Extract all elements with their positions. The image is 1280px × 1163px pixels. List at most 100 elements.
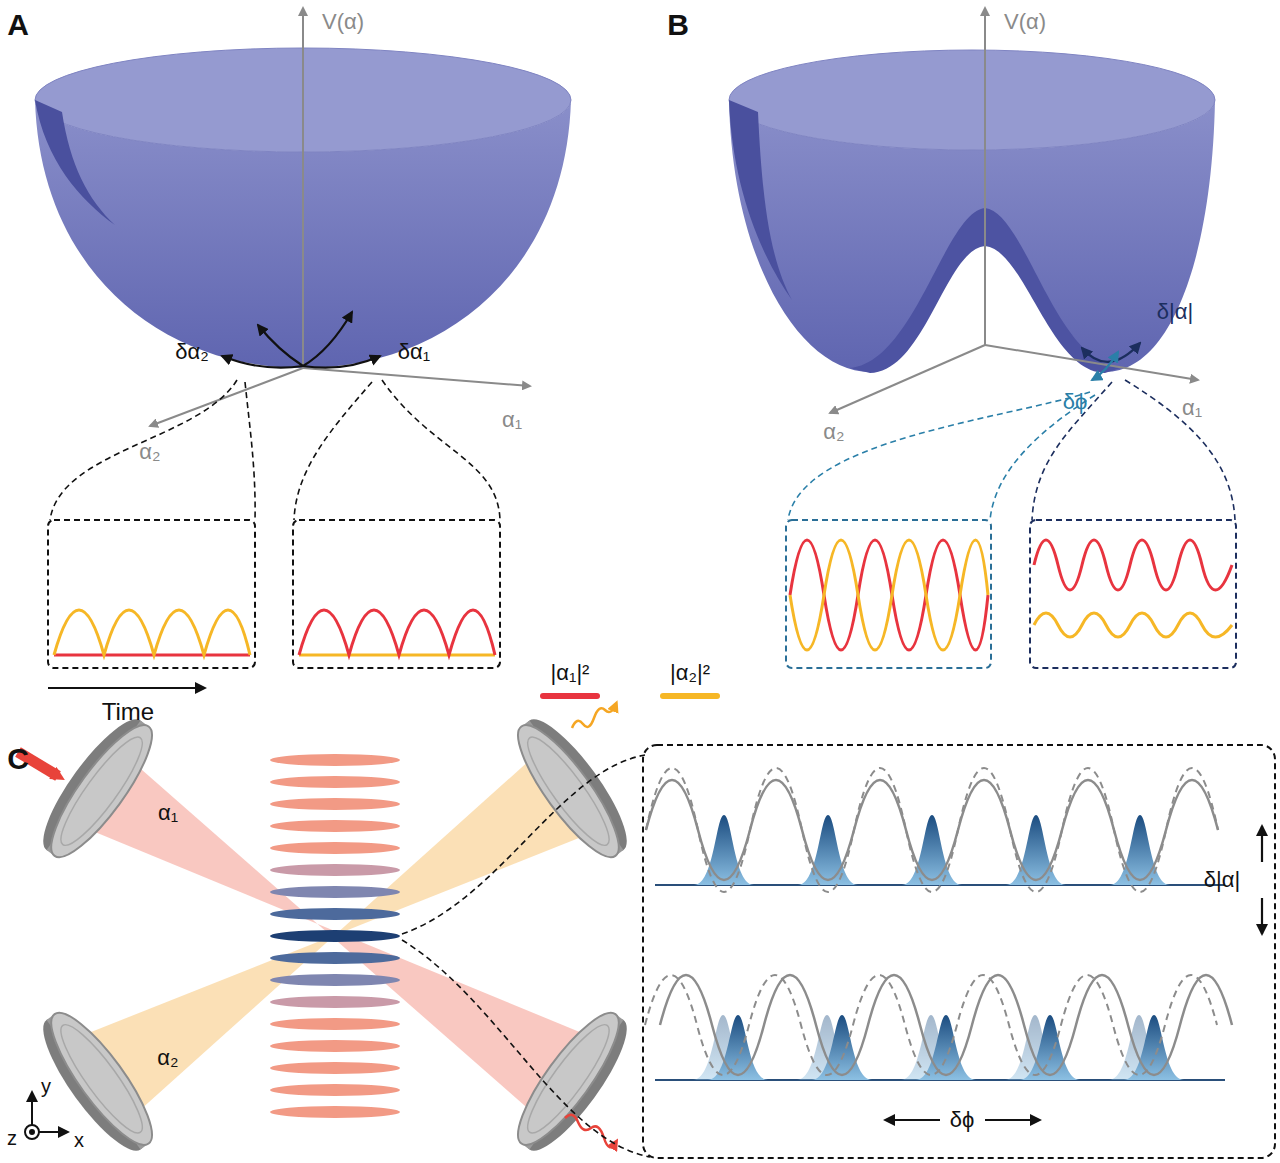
dashed-box	[48, 520, 255, 668]
axis-line	[984, 8, 986, 345]
mirror	[504, 1001, 642, 1162]
zoom-inset	[643, 745, 1275, 1158]
x-axis-arrow	[39, 1131, 68, 1133]
fluctuation-arrows-a	[222, 312, 380, 368]
cavity-beams	[71, 750, 599, 1120]
fluctuation-arrows-b	[1082, 343, 1140, 380]
variable-label: δ|α|	[1157, 300, 1193, 324]
curved-arrow	[258, 325, 303, 366]
variable-label: δ|α|	[1204, 868, 1240, 892]
yellow-trace	[1034, 613, 1232, 637]
leader-line	[294, 382, 372, 520]
leader-line	[245, 382, 255, 520]
mirror	[29, 708, 167, 869]
time-trace-boxes-a	[48, 520, 500, 688]
well-cut	[729, 100, 792, 300]
lattice-site	[270, 1084, 400, 1096]
atom-wavepackets	[694, 815, 1170, 885]
lattice-site	[270, 776, 400, 788]
yellow-trace	[790, 540, 988, 650]
time-arrow	[48, 687, 205, 689]
curved-arrow	[303, 312, 352, 366]
legend-text: |α₂|²	[655, 661, 725, 685]
leader-line	[402, 755, 645, 934]
dashed-box	[786, 520, 991, 668]
y-axis-arrow	[31, 1092, 33, 1125]
lattice-site	[270, 842, 400, 854]
well-rim	[729, 50, 1215, 150]
variable-label: δϕ	[950, 1108, 975, 1132]
axis-label: V(α)	[322, 10, 364, 34]
leader-line	[50, 380, 237, 520]
axis-line	[302, 8, 304, 368]
yellow-trace	[54, 610, 250, 655]
time-trace-boxes-b	[786, 520, 1236, 668]
panel-letter: C	[7, 742, 29, 775]
axis-label: z	[7, 1127, 17, 1149]
up-arrow	[1261, 826, 1263, 862]
lattice-site	[270, 820, 400, 832]
leader-line	[1125, 380, 1235, 520]
yellow-trace	[299, 654, 495, 657]
down-arrow	[1261, 898, 1263, 934]
leader-line	[1032, 382, 1112, 520]
lattice-site	[270, 1062, 400, 1074]
lattice-site	[270, 930, 400, 942]
emission-packet	[565, 1115, 616, 1147]
beam-label: α₁	[158, 801, 178, 825]
atom-wavepackets	[708, 1015, 1184, 1080]
axis-line	[985, 345, 1198, 380]
lattice-site	[270, 1018, 400, 1030]
z-axis-dot	[30, 1130, 34, 1134]
zoom-leaders	[402, 755, 650, 1157]
dashed-box	[293, 520, 500, 668]
left-arrow	[885, 1119, 940, 1121]
pump-and-emission	[18, 704, 616, 1147]
axis-line	[303, 368, 530, 386]
axis-label: α₁	[1182, 396, 1202, 420]
variable-label: δϕ	[1063, 390, 1088, 414]
lattice-site	[270, 798, 400, 810]
red-trace	[790, 540, 988, 650]
legend-text: |α₁|²	[535, 661, 605, 685]
phase-arrow	[1092, 352, 1118, 380]
lattice-site	[270, 886, 400, 898]
leader-line	[382, 380, 500, 520]
axis-label: α₁	[502, 408, 522, 432]
legend-swatch	[540, 693, 600, 699]
axis-label: V(α)	[1004, 10, 1046, 34]
lattice-site	[270, 908, 400, 920]
beam-two	[71, 750, 599, 1120]
variable-label: δα₂	[175, 340, 209, 364]
legend-entry: |α₁|²	[535, 661, 605, 699]
axis-label: α₂	[139, 440, 160, 464]
axes-a	[150, 8, 530, 426]
bowl-cut	[35, 100, 115, 225]
legend-swatch	[660, 693, 720, 699]
axis-line	[150, 368, 303, 426]
axis-label: α₂	[823, 420, 844, 444]
variable-label: δα₁	[398, 340, 430, 364]
coordinate-axes	[25, 1092, 68, 1139]
emission-packet	[572, 704, 616, 728]
axis-line	[830, 345, 985, 413]
red-trace	[54, 654, 250, 657]
red-trace	[299, 610, 495, 655]
cavity-mirrors	[29, 708, 642, 1163]
axis-label: x	[74, 1129, 84, 1151]
leader-line	[788, 392, 1090, 520]
leader-lines-b	[788, 380, 1235, 520]
leader-line	[402, 940, 650, 1157]
double-well-potential	[729, 50, 1215, 373]
axis-label: y	[41, 1075, 51, 1097]
lattice-site	[270, 952, 400, 964]
axes-b	[830, 8, 1198, 413]
lattice-site	[270, 864, 400, 876]
optical-lattice	[270, 754, 400, 1118]
red-trace	[1034, 540, 1232, 590]
lattice-site	[270, 996, 400, 1008]
axis-caption: Time	[102, 699, 154, 725]
